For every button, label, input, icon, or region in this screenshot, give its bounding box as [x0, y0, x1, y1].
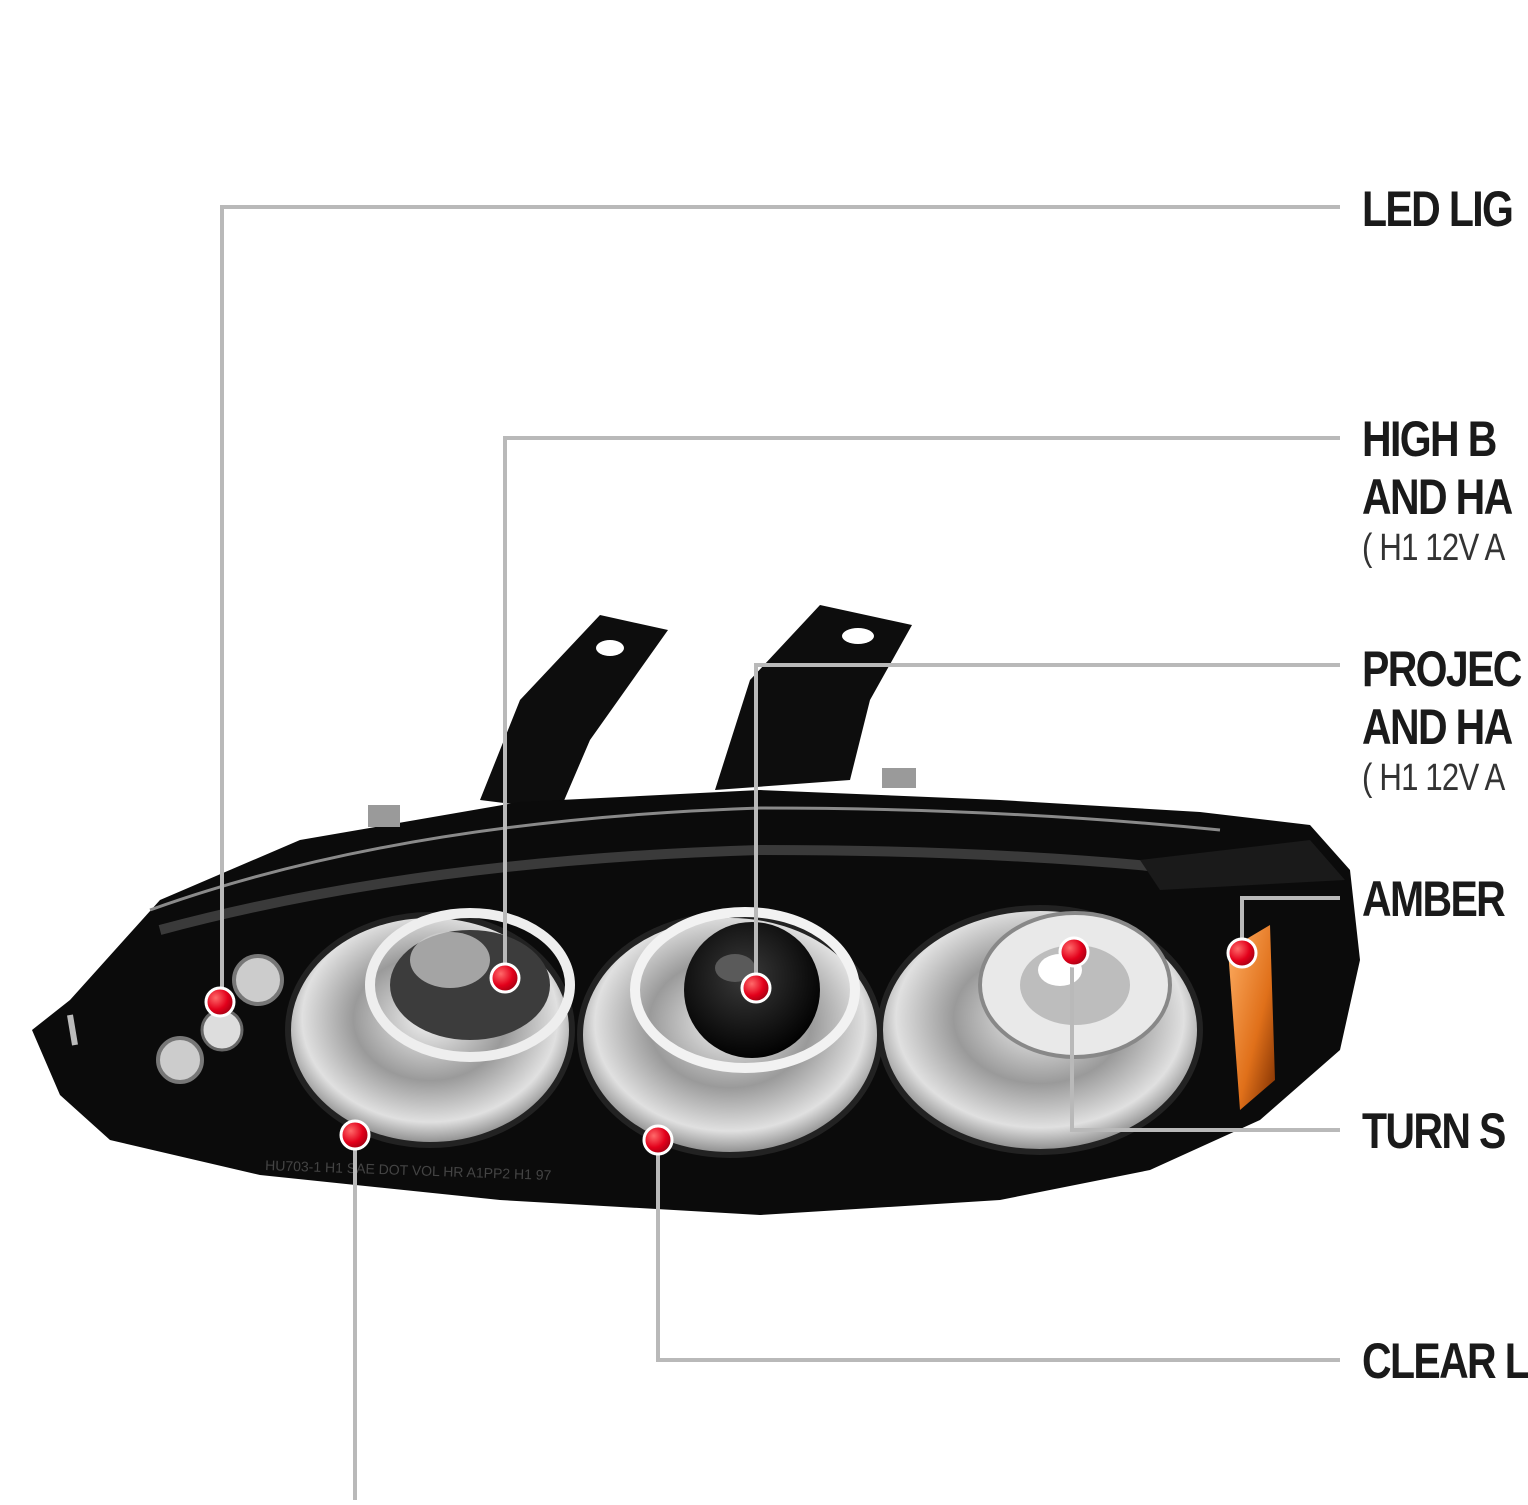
mounting-brackets: [480, 605, 912, 810]
label-led: LED LIG: [1362, 180, 1514, 238]
label-high-beam-line3: ( H1 12V A: [1362, 527, 1505, 569]
label-projector: PROJEC AND HA ( H1 12V A: [1362, 640, 1522, 800]
label-clear-line1: CLEAR L: [1362, 1333, 1528, 1389]
marker-turn: [1058, 936, 1090, 968]
leader-line-turn: [1070, 950, 1340, 1132]
label-amber: AMBER: [1362, 870, 1506, 928]
label-clear: CLEAR L: [1362, 1332, 1528, 1390]
label-projector-line3: ( H1 12V A: [1362, 757, 1505, 799]
label-high-beam-line1: HIGH B: [1362, 411, 1497, 467]
leader-line-projector: [754, 663, 1340, 988]
leader-line-amber: [1240, 896, 1340, 953]
label-led-line1: LED LIG: [1362, 181, 1514, 237]
label-projector-line1: PROJEC: [1362, 641, 1522, 697]
label-turn-line1: TURN S: [1362, 1103, 1506, 1159]
leader-lines: [220, 205, 1340, 1500]
diagram-canvas: HU703-1 H1 SAE DOT VOL HR A1PP2 H1 97: [32, 205, 1360, 1500]
high-beam-lens: [285, 908, 575, 1148]
label-projector-line2: AND HA: [1362, 699, 1513, 755]
leader-line-high-beam: [503, 436, 1340, 978]
marker-high-beam: [489, 962, 521, 994]
callout-markers: [204, 936, 1258, 1156]
marker-led: [204, 986, 236, 1018]
label-high-beam-line2: AND HA: [1362, 469, 1513, 525]
led-bulbs: [156, 954, 284, 1084]
marker-amber: [1226, 937, 1258, 969]
low-beam-lens: [877, 905, 1203, 1155]
leader-line-clear: [656, 1140, 1340, 1362]
projector-lens: [577, 907, 883, 1158]
label-amber-line1: AMBER: [1362, 871, 1506, 927]
marker-bottom: [339, 1119, 371, 1151]
marker-projector: [740, 972, 772, 1004]
amber-reflector: [1228, 925, 1275, 1110]
marker-clear: [642, 1124, 674, 1156]
label-turn: TURN S: [1362, 1102, 1506, 1160]
label-high-beam: HIGH B AND HA ( H1 12V A: [1362, 410, 1513, 570]
leader-line-led: [220, 205, 1340, 1002]
headlight-diagram: HU703-1 H1 SAE DOT VOL HR A1PP2 H1 97 LE…: [32, 181, 1528, 1500]
